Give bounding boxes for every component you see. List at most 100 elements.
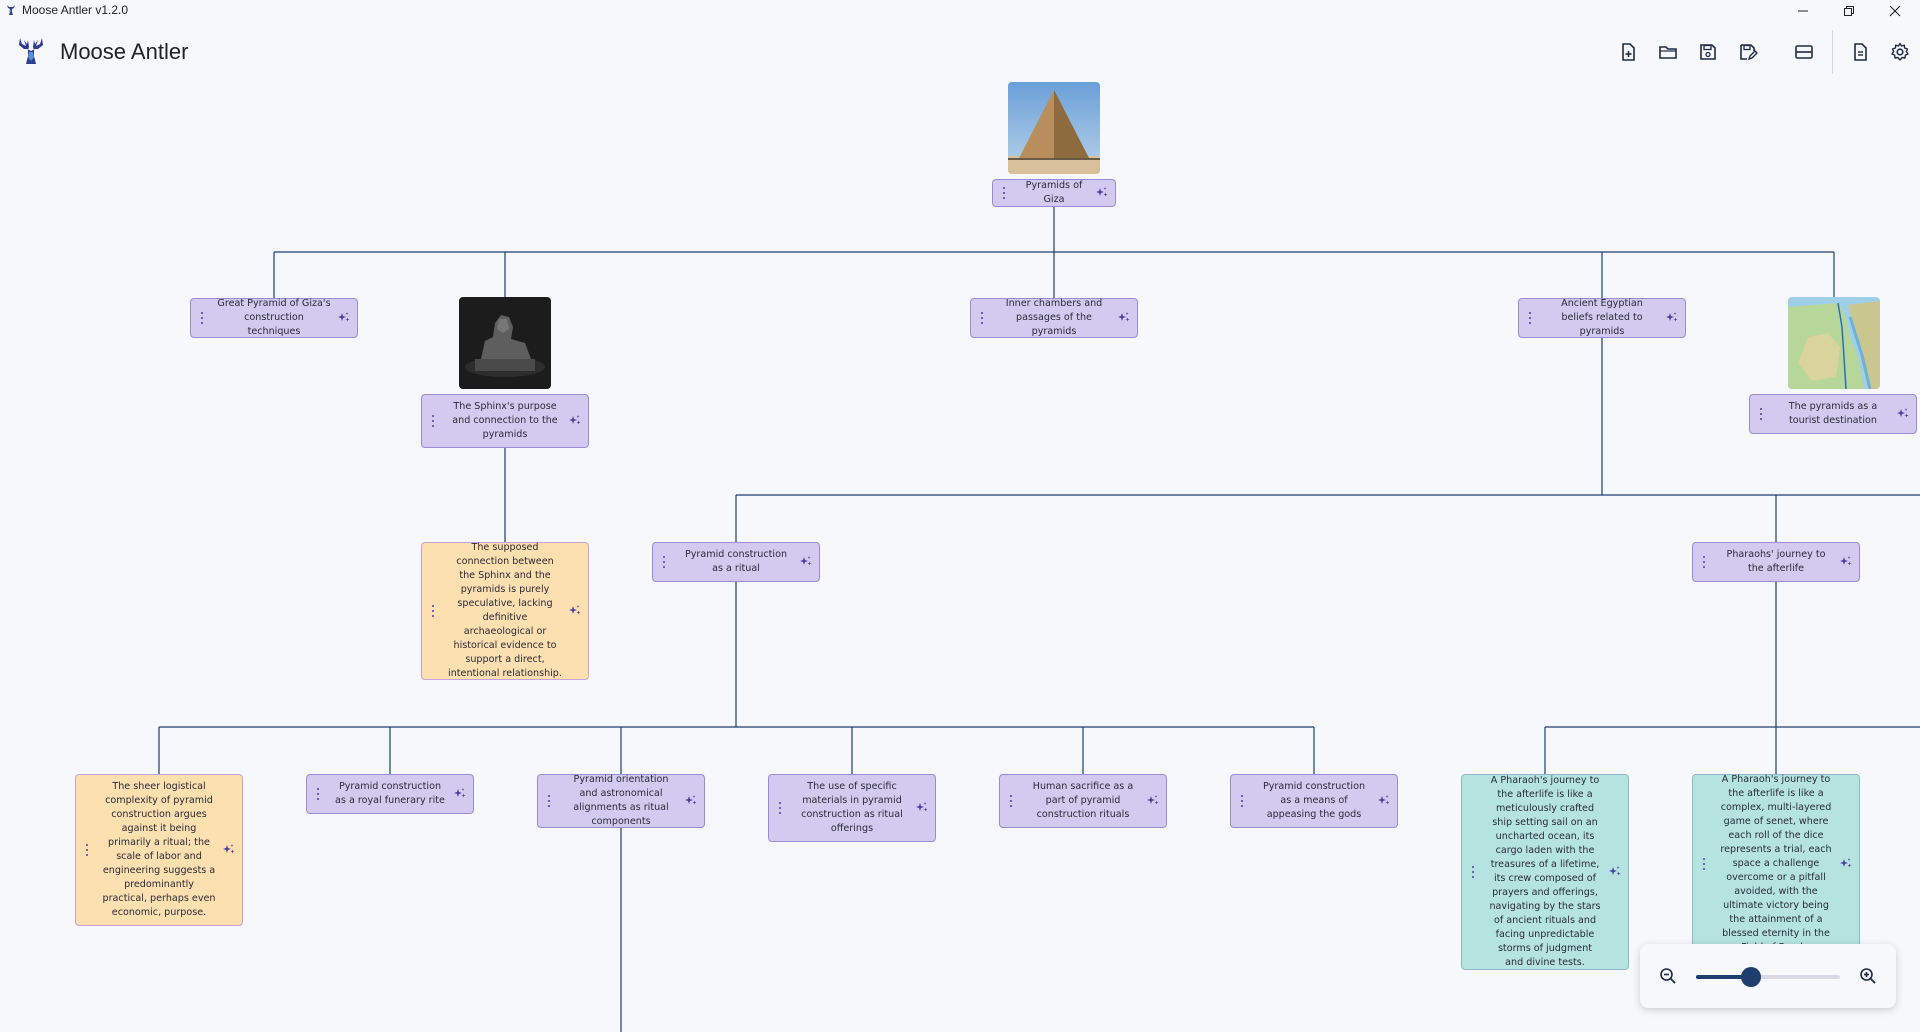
sparkle-icon[interactable] (1839, 857, 1853, 871)
zoom-control (1640, 944, 1896, 1008)
sparkle-icon[interactable] (568, 604, 582, 618)
root-node-image[interactable] (1008, 82, 1100, 174)
close-button[interactable] (1872, 0, 1918, 22)
drag-handle-icon[interactable] (980, 312, 984, 324)
drag-handle-icon[interactable] (1240, 795, 1244, 807)
node-label: Ancient Egyptian beliefs related to pyra… (1561, 298, 1643, 337)
close-icon (1889, 5, 1901, 17)
open-folder-button[interactable] (1654, 38, 1682, 66)
moose-antler-logo-icon (19, 38, 43, 64)
zoom-out-icon (1660, 968, 1676, 984)
save-as-button[interactable] (1734, 38, 1762, 66)
folder-icon (1659, 46, 1677, 59)
app-header: Moose Antler (0, 22, 1920, 82)
zoom-out-button[interactable] (1656, 964, 1680, 988)
drag-handle-icon[interactable] (431, 605, 435, 617)
drag-handle-icon[interactable] (1759, 408, 1763, 420)
minimize-button[interactable] (1780, 0, 1826, 22)
sparkle-icon[interactable] (1608, 865, 1622, 879)
sparkle-icon[interactable] (1839, 555, 1853, 569)
node-royal-funerary-rite[interactable]: Pyramid construction as a royal funerary… (306, 774, 474, 814)
node-sphinx-purpose[interactable]: The Sphinx's purpose and connection to t… (421, 394, 589, 448)
drag-handle-icon[interactable] (547, 795, 551, 807)
node-pharaoh-ship-analogy[interactable]: A Pharaoh's journey to the afterlife is … (1461, 774, 1629, 970)
sparkle-icon[interactable] (1377, 794, 1391, 808)
drag-handle-icon[interactable] (1471, 866, 1475, 878)
drag-handle-icon[interactable] (1009, 795, 1013, 807)
node-ritual-counterpoint[interactable]: The sheer logistical complexity of pyram… (75, 774, 243, 926)
sparkle-icon[interactable] (453, 787, 467, 801)
zoom-slider-thumb[interactable] (1740, 967, 1761, 987)
settings-button[interactable] (1886, 38, 1914, 66)
node-label: Pharaohs' journey to the afterlife (1726, 549, 1826, 574)
node-label: A Pharaoh's journey to the afterlife is … (1720, 774, 1832, 953)
pyramid-photo (1008, 82, 1100, 174)
node-label: The Sphinx's purpose and connection to t… (452, 401, 558, 440)
node-tourist-destination[interactable]: The pyramids as a tourist destination (1749, 394, 1917, 434)
node-label: Inner chambers and passages of the pyram… (1005, 298, 1103, 337)
file-plus-icon (1622, 43, 1635, 61)
drag-handle-icon[interactable] (1002, 187, 1006, 199)
node-label: Pyramid construction as a royal funerary… (335, 781, 445, 806)
drag-handle-icon[interactable] (778, 802, 782, 814)
sparkle-icon[interactable] (915, 801, 929, 815)
drag-handle-icon[interactable] (1702, 556, 1706, 568)
node-sphinx-counterpoint[interactable]: The supposed connection between the Sphi… (421, 542, 589, 680)
sparkle-icon[interactable] (684, 794, 698, 808)
node-label: Human sacrifice as a part of pyramid con… (1032, 781, 1134, 820)
restore-button[interactable] (1826, 0, 1872, 22)
app-title: Moose Antler (60, 39, 189, 64)
minimize-icon (1798, 10, 1808, 12)
sphinx-node-image[interactable] (459, 297, 551, 389)
gear-icon (1891, 42, 1909, 61)
connector-lines (158, 204, 1920, 1032)
sparkle-icon[interactable] (1095, 186, 1109, 200)
save-edit-icon (1740, 44, 1758, 61)
save-button[interactable] (1694, 38, 1722, 66)
window-title: Moose Antler v1.2.0 (22, 3, 129, 17)
node-label: Pyramid orientation and astronomical ali… (573, 774, 669, 827)
node-astronomical-alignments[interactable]: Pyramid orientation and astronomical ali… (537, 774, 705, 828)
drag-handle-icon[interactable] (85, 844, 89, 856)
sparkle-icon[interactable] (568, 414, 582, 428)
zoom-slider[interactable] (1696, 967, 1840, 987)
save-icon (1700, 44, 1716, 60)
layout-toggle-button[interactable] (1790, 38, 1818, 66)
node-construction-ritual[interactable]: Pyramid construction as a ritual (652, 542, 820, 582)
sparkle-icon[interactable] (337, 311, 351, 325)
node-pharaoh-senet-analogy[interactable]: A Pharaoh's journey to the afterlife is … (1692, 774, 1860, 954)
zoom-slider-fill (1696, 975, 1751, 979)
node-label: Pyramids of Giza (1025, 180, 1083, 205)
mindmap-canvas[interactable]: Pyramids of Giza Great Pyramid of Giza's… (0, 82, 1920, 1032)
node-label: The use of specific materials in pyramid… (801, 781, 903, 834)
tourist-node-image[interactable] (1788, 297, 1880, 389)
sparkle-icon[interactable] (222, 843, 236, 857)
node-inner-chambers[interactable]: Inner chambers and passages of the pyram… (970, 298, 1138, 338)
node-appeasing-gods[interactable]: Pyramid construction as a means of appea… (1230, 774, 1398, 828)
sparkle-icon[interactable] (1117, 311, 1131, 325)
sparkle-icon[interactable] (1665, 311, 1679, 325)
node-human-sacrifice[interactable]: Human sacrifice as a part of pyramid con… (999, 774, 1167, 828)
sparkle-icon[interactable] (799, 555, 813, 569)
drag-handle-icon[interactable] (662, 556, 666, 568)
node-label: Great Pyramid of Giza's construction tec… (217, 298, 331, 337)
node-construction-techniques[interactable]: Great Pyramid of Giza's construction tec… (190, 298, 358, 338)
zoom-in-button[interactable] (1856, 964, 1880, 988)
drag-handle-icon[interactable] (1528, 312, 1532, 324)
drag-handle-icon[interactable] (431, 415, 435, 427)
toolbar-divider (1832, 30, 1833, 74)
drag-handle-icon[interactable] (1702, 858, 1706, 870)
node-materials-offerings[interactable]: The use of specific materials in pyramid… (768, 774, 936, 842)
new-file-button[interactable] (1614, 38, 1642, 66)
document-button[interactable] (1846, 38, 1874, 66)
sparkle-icon[interactable] (1896, 407, 1910, 421)
node-label: The supposed connection between the Sphi… (448, 542, 562, 679)
node-pharaoh-journey[interactable]: Pharaohs' journey to the afterlife (1692, 542, 1860, 582)
zoom-in-icon (1860, 968, 1876, 984)
sparkle-icon[interactable] (1146, 794, 1160, 808)
document-icon (1854, 43, 1867, 61)
node-egyptian-beliefs[interactable]: Ancient Egyptian beliefs related to pyra… (1518, 298, 1686, 338)
root-node[interactable]: Pyramids of Giza (992, 179, 1116, 207)
drag-handle-icon[interactable] (200, 312, 204, 324)
drag-handle-icon[interactable] (316, 788, 320, 800)
